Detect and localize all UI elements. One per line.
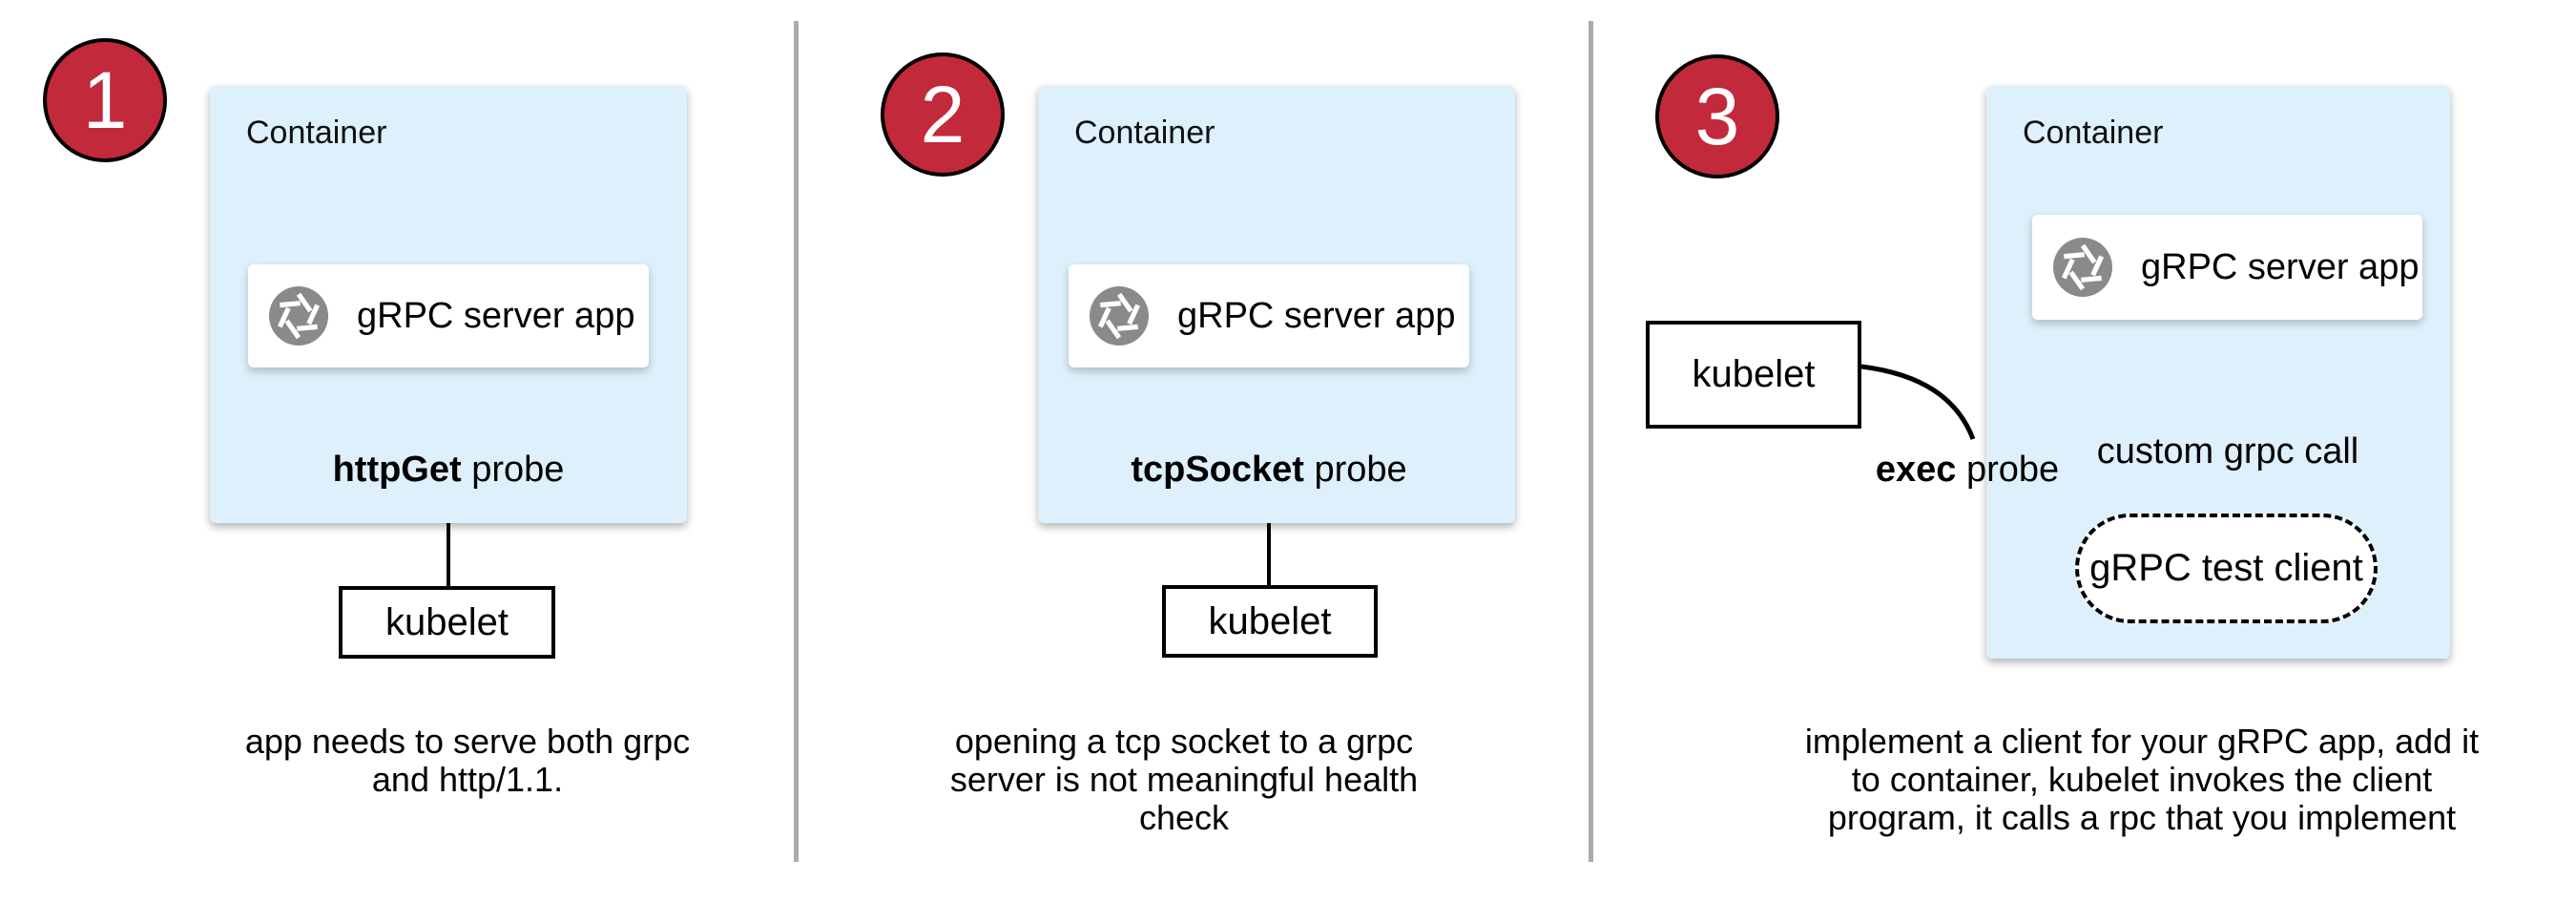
grpc-server-app-box-1: gRPC server app: [248, 264, 649, 367]
probe-label-1: httpGet probe: [332, 450, 565, 490]
caption-1: app needs to serve both grpc and http/1.…: [244, 722, 691, 799]
container-label-2: Container: [1074, 115, 1215, 151]
caption-2: opening a tcp socket to a grpc server is…: [949, 722, 1419, 837]
step-number-3: 3: [1694, 72, 1740, 161]
step-badge-2: 2: [881, 52, 1005, 177]
grpc-test-client-label: gRPC test client: [2089, 547, 2363, 589]
kubelet-label-3: kubelet: [1692, 353, 1816, 395]
kubelet-box-2: kubelet: [1162, 585, 1378, 658]
kubelet-box-1: kubelet: [339, 586, 555, 659]
caption-3: implement a client for your gRPC app, ad…: [1804, 722, 2480, 837]
step-badge-3: 3: [1655, 54, 1779, 178]
grpc-test-client-box: gRPC test client: [2075, 514, 2378, 623]
grpc-server-app-box-3: gRPC server app: [2032, 215, 2422, 320]
probe-label-3: exec probe: [1875, 450, 2060, 490]
container-label-1: Container: [246, 115, 387, 151]
custom-grpc-call-label: custom grpc call: [2096, 431, 2359, 472]
container-label-3: Container: [2023, 115, 2164, 151]
grpc-server-app-label-3: gRPC server app: [2141, 246, 2420, 287]
grpc-server-app-label-1: gRPC server app: [357, 295, 635, 336]
probe-type-3: exec: [1875, 450, 1957, 490]
kubelet-box-3: kubelet: [1646, 321, 1861, 429]
kubelet-label-2: kubelet: [1208, 599, 1332, 642]
probe-type-1: httpGet: [332, 450, 462, 490]
step-number-1: 1: [82, 55, 128, 145]
step-badge-1: 1: [43, 38, 167, 162]
aperture-icon: [1090, 286, 1149, 346]
aperture-icon: [269, 286, 328, 346]
step-number-2: 2: [920, 70, 966, 159]
probe-type-2: tcpSocket: [1131, 450, 1304, 490]
kubelet-label-1: kubelet: [385, 600, 509, 643]
panel-divider-2: [1589, 21, 1593, 862]
grpc-server-app-label-2: gRPC server app: [1177, 295, 1456, 336]
probe-label-2: tcpSocket probe: [1131, 450, 1407, 490]
grpc-server-app-box-2: gRPC server app: [1069, 264, 1469, 367]
panel-divider-1: [794, 21, 799, 862]
aperture-icon: [2053, 238, 2112, 297]
